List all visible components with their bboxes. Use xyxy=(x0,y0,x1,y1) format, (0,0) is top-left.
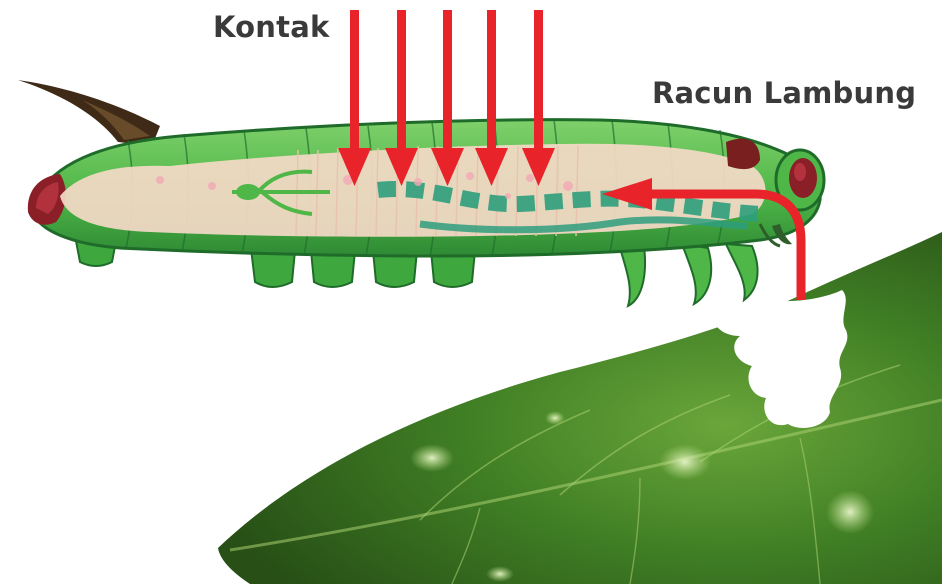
caterpillar-ganglion xyxy=(236,184,260,200)
stomach-poison-label: Racun Lambung xyxy=(652,76,916,110)
contact-label: Kontak xyxy=(213,10,329,44)
